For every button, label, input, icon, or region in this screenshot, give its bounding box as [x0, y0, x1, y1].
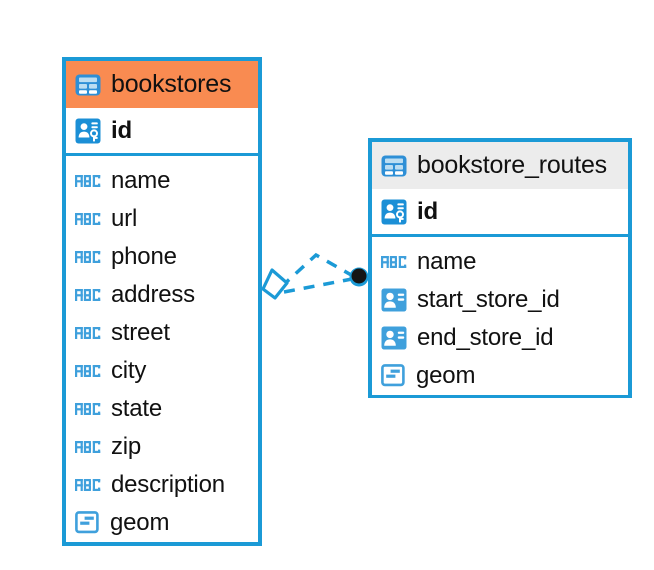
field-label: city: [111, 357, 147, 384]
text-abc-icon: [75, 477, 101, 493]
field-label: geom: [110, 509, 170, 536]
table-icon: [75, 74, 101, 96]
text-abc-icon: [75, 173, 101, 189]
field-label: state: [111, 395, 163, 422]
foreign-key-icon: [381, 288, 407, 312]
field-row-phone[interactable]: phone: [66, 238, 258, 276]
field-row-city[interactable]: city: [66, 352, 258, 390]
relationship-branch-upper: [279, 252, 354, 289]
text-abc-icon: [75, 325, 101, 341]
field-label: name: [111, 167, 171, 194]
field-row-state[interactable]: state: [66, 390, 258, 428]
field-label: url: [111, 205, 138, 232]
entity-header-bookstores[interactable]: bookstores: [66, 61, 258, 108]
field-row-url[interactable]: url: [66, 200, 258, 238]
text-abc-icon: [75, 439, 101, 455]
text-abc-icon: [75, 211, 101, 227]
diamond-marker: [261, 268, 289, 300]
entity-bookstores[interactable]: bookstores id: [62, 57, 262, 546]
field-row-geom[interactable]: geom: [66, 504, 258, 542]
text-abc-icon: [75, 401, 101, 417]
field-label: zip: [111, 433, 142, 460]
field-row-street[interactable]: street: [66, 314, 258, 352]
entity-header-bookstore-routes[interactable]: bookstore_routes: [372, 142, 628, 189]
field-label: id: [111, 116, 132, 144]
primary-key-icon: [75, 118, 101, 144]
field-label: description: [111, 471, 225, 498]
field-label: phone: [111, 243, 177, 270]
foreign-key-icon: [381, 326, 407, 350]
field-row-start-store-id[interactable]: start_store_id: [372, 281, 628, 319]
entity-bookstore-routes[interactable]: bookstore_routes id: [368, 138, 632, 398]
field-row-address[interactable]: address: [66, 276, 258, 314]
relationship-branch-lower: [283, 277, 353, 294]
primary-key-icon: [381, 199, 407, 225]
field-row-name[interactable]: name: [372, 243, 628, 281]
field-label: geom: [416, 362, 476, 389]
text-abc-icon: [75, 363, 101, 379]
field-row-geom[interactable]: geom: [372, 357, 628, 395]
field-label: end_store_id: [417, 324, 554, 351]
entity-title: bookstore_routes: [417, 151, 607, 179]
field-label: name: [417, 248, 477, 275]
geometry-icon: [381, 364, 406, 388]
field-label: street: [111, 319, 170, 346]
text-abc-icon: [381, 254, 407, 270]
circle-anchor-marker: [349, 267, 369, 287]
field-row-primary-key[interactable]: id: [66, 108, 258, 156]
field-row-name[interactable]: name: [66, 162, 258, 200]
text-abc-icon: [75, 249, 101, 265]
field-row-end-store-id[interactable]: end_store_id: [372, 319, 628, 357]
field-row-primary-key[interactable]: id: [372, 189, 628, 237]
field-row-description[interactable]: description: [66, 466, 258, 504]
geometry-icon: [75, 511, 100, 535]
field-label: address: [111, 281, 195, 308]
field-list-bookstore-routes: name start_store_id: [372, 237, 628, 402]
text-abc-icon: [75, 287, 101, 303]
table-icon: [381, 155, 407, 177]
field-label: start_store_id: [417, 286, 560, 313]
field-label: id: [417, 197, 438, 225]
field-list-bookstores: name: [66, 156, 258, 549]
field-row-zip[interactable]: zip: [66, 428, 258, 466]
entity-title: bookstores: [111, 70, 232, 98]
